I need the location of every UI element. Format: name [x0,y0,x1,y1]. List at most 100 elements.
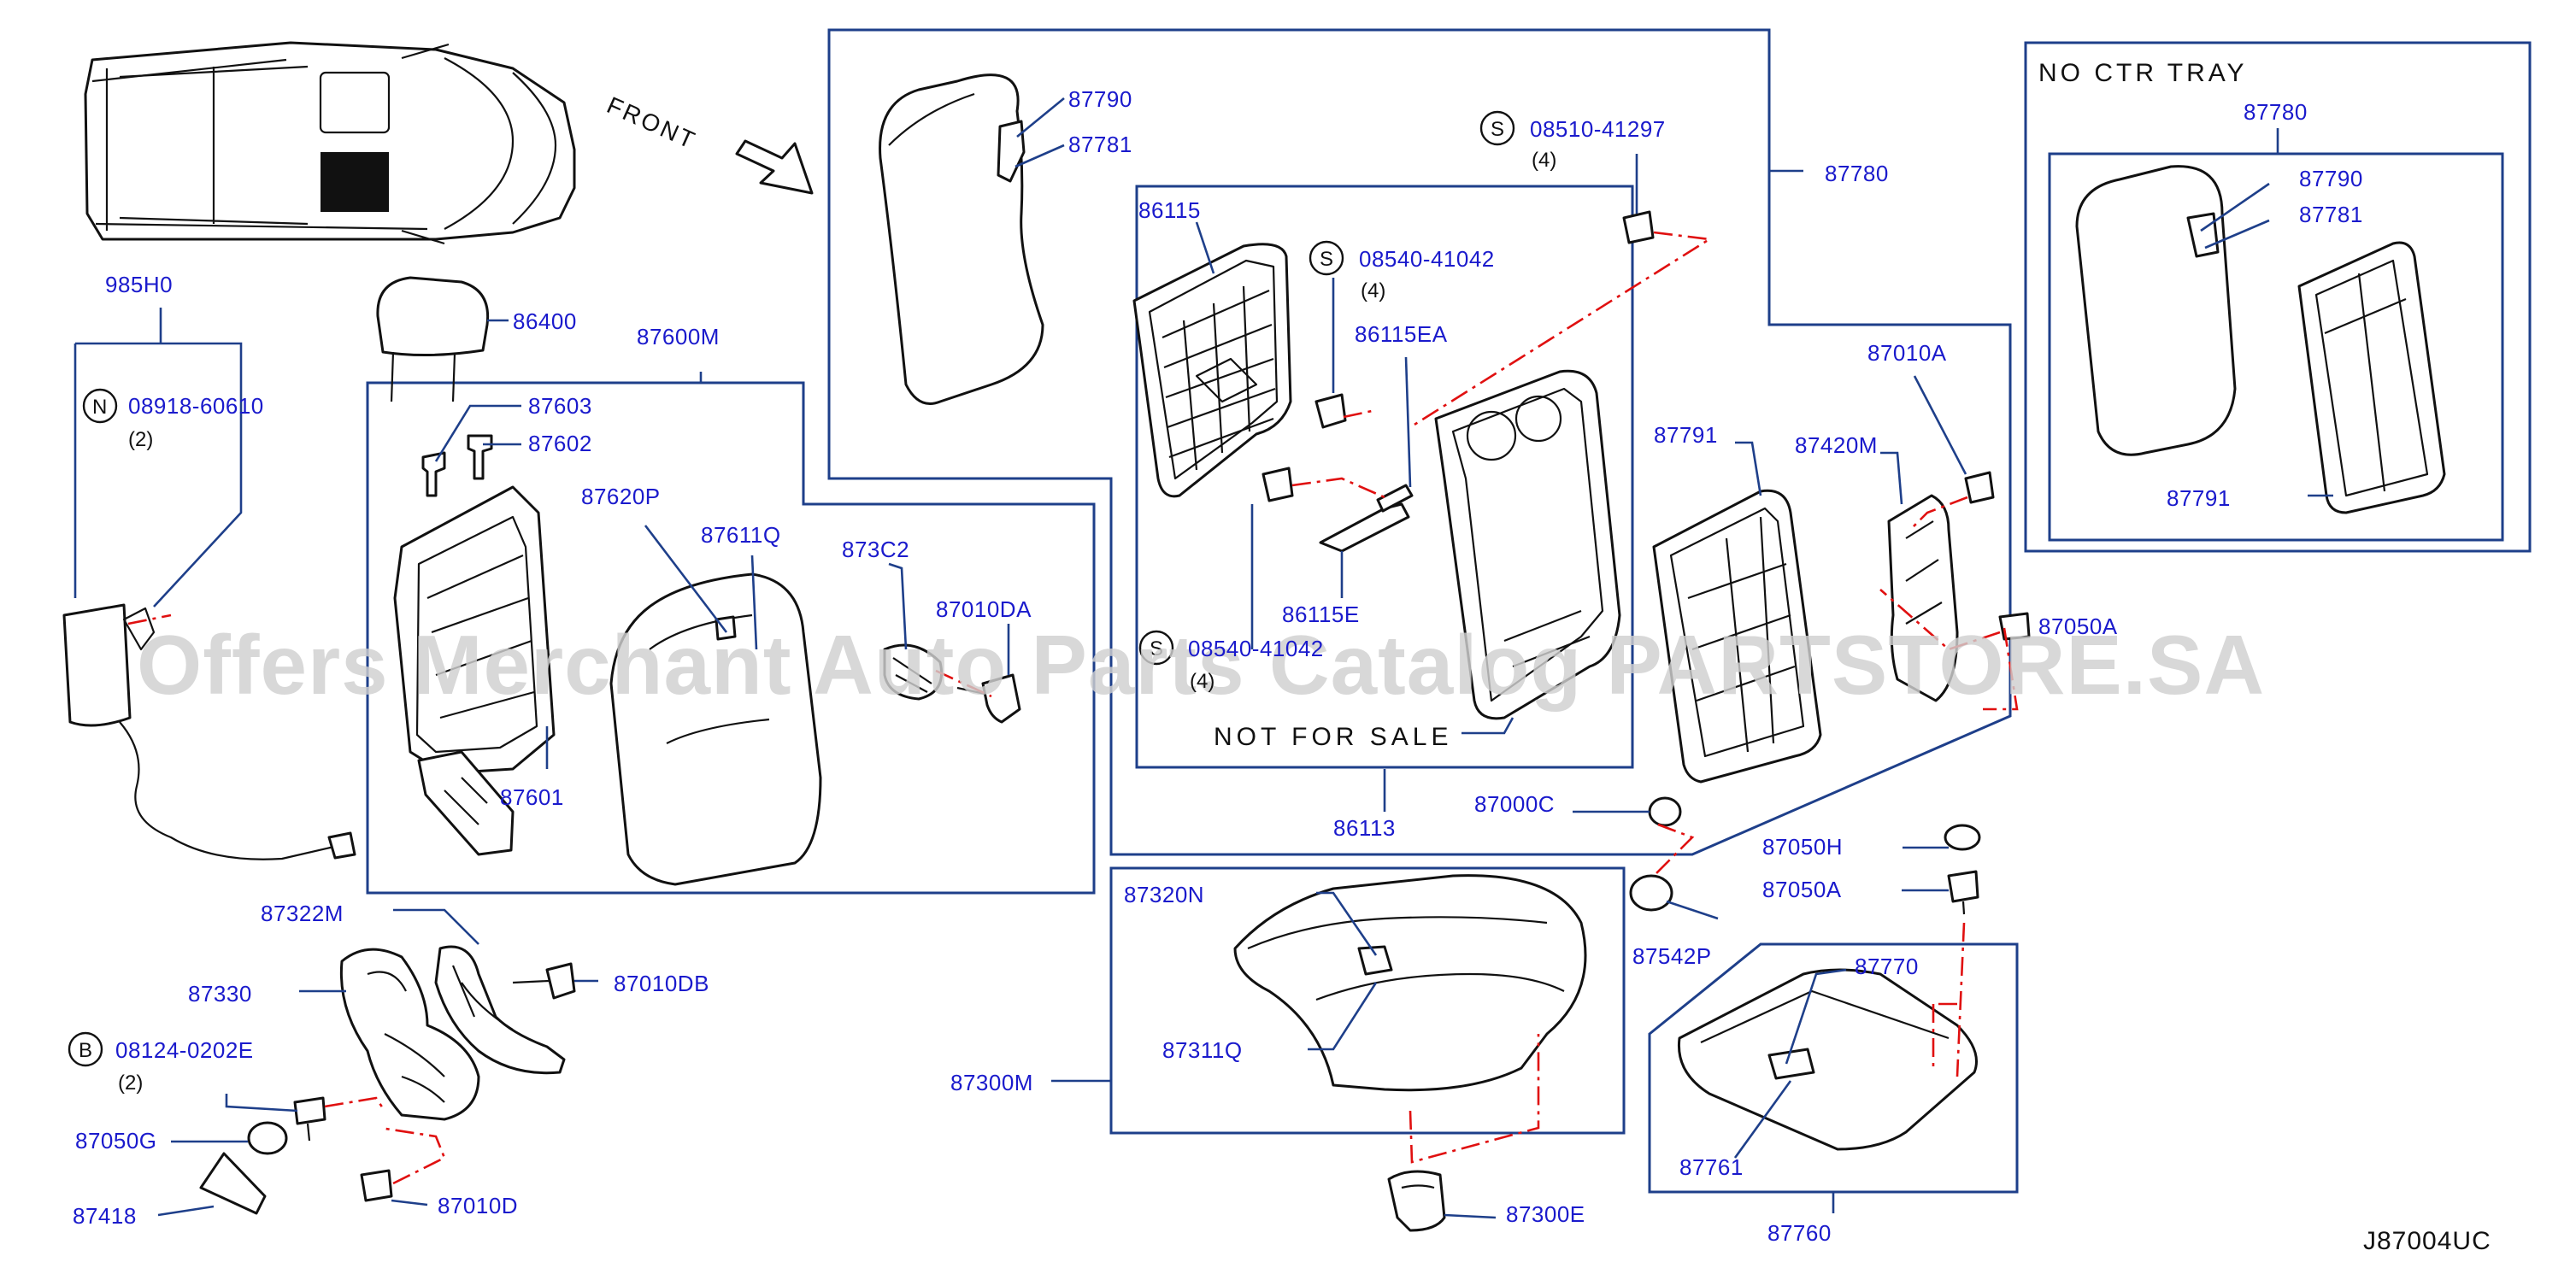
label-87311Q[interactable]: 87311Q [1162,1037,1243,1063]
bolt-87050A-lower [1947,870,1979,915]
fastener-s1-icon: S [1479,110,1515,146]
screw-08540-41042-a [1314,393,1347,429]
front-label: FRONT [603,91,701,155]
label-87420M[interactable]: 87420M [1795,432,1878,458]
note-not-for-sale: NOT FOR SALE [1214,723,1453,751]
label-08540-41042-b: 08540-41042 [1188,636,1324,661]
bracket-86115EA [1376,484,1414,513]
label-87780-b[interactable]: 87780 [2244,99,2308,125]
label-86115[interactable]: 86115 [1138,197,1201,223]
label-87542P[interactable]: 87542P [1632,943,1712,969]
label-87050A-a[interactable]: 87050A [2038,613,2118,639]
seatback-shell [1434,369,1621,720]
armrest-87330 [339,948,480,1121]
label-87050A-b[interactable]: 87050A [1762,877,1842,902]
back-frame-box [366,381,1096,895]
side-airbag-985H0 [62,603,356,860]
back-frame-sub-box [1135,185,1634,769]
label-87791-a[interactable]: 87791 [1654,422,1718,448]
label-08918-60610: 08918-60610 [128,393,264,419]
cap-87050G [247,1121,288,1155]
label-87600M[interactable]: 87600M [637,324,720,349]
label-87010D[interactable]: 87010D [438,1193,518,1218]
fastener-b1-icon: B [68,1031,103,1067]
watermark: Offers Merchant Auto Parts Catalog PARTS… [137,618,2265,712]
label-87010DB[interactable]: 87010DB [614,971,709,996]
clip-87300E [1387,1170,1446,1232]
frame-87791 [1652,489,1822,784]
bracket-87322M [434,945,566,1075]
label-87300M[interactable]: 87300M [950,1070,1033,1095]
frame-87791-no-tray [2297,241,2446,514]
qty-08540-41042-a: (4) [1361,279,1385,302]
label-87760[interactable]: 87760 [1767,1220,1832,1246]
screw-87010DA [956,673,1021,724]
label-87330[interactable]: 87330 [188,981,252,1007]
qty-08918-60610: (2) [128,428,153,451]
label-87300E[interactable]: 87300E [1506,1201,1585,1227]
label-86113[interactable]: 86113 [1333,815,1396,841]
cap-87542P [1629,874,1673,912]
qty-08510-41297: (4) [1532,149,1556,172]
vehicle-top-view [84,41,576,245]
cap-87000C [1648,796,1682,827]
label-87790-a[interactable]: 87790 [1068,86,1132,112]
headrest-86400 [376,276,490,402]
bolt-87050A-upper [1998,612,2031,641]
clip-87602 [467,434,493,480]
diagram-code: J87004UC [2363,1227,2491,1255]
note-no-ctr-tray: NO CTR TRAY [2038,59,2248,87]
label-873C2[interactable]: 873C2 [842,537,909,562]
clip-87603 [421,451,446,497]
back-frame-86115 [1132,243,1292,498]
label-87611Q[interactable]: 87611Q [701,522,781,548]
qty-08540-41042-b: (4) [1190,670,1214,693]
label-87781-a[interactable]: 87781 [1068,132,1132,157]
label-87050G[interactable]: 87050G [75,1128,157,1154]
seatback-assembly-frame [827,28,2012,856]
seatback-pad-no-tray [2075,165,2237,456]
label-87603[interactable]: 87603 [528,393,592,419]
label-87322M[interactable]: 87322M [261,901,344,926]
label-87602[interactable]: 87602 [528,431,592,456]
seat-cushion-87760 [1677,968,1978,1151]
fastener-n1-icon: N [82,388,118,424]
bolt-87050H [1944,824,1981,851]
screw-08540-41042-b [1262,467,1294,502]
label-86400[interactable]: 86400 [513,308,577,334]
qty-08124-0202E: (2) [118,1071,143,1095]
knob-873C2 [883,643,943,701]
screw-87010DB [512,962,576,1000]
label-87000C[interactable]: 87000C [1474,791,1555,817]
label-08510-41297: 08510-41297 [1530,116,1666,142]
lower-cushion-box [1648,942,2019,1194]
label-87770[interactable]: 87770 [1855,954,1919,979]
seatback-cover-87620P [609,572,822,886]
label-87780-a[interactable]: 87780 [1825,161,1889,186]
label-86115E[interactable]: 86115E [1282,602,1360,627]
label-87781-b[interactable]: 87781 [2299,202,2363,227]
fastener-s3-icon: S [1138,630,1174,666]
screw-08510-41297 [1622,210,1655,244]
fastener-b1-symbol: B [79,1039,92,1062]
front-arrow-icon [735,139,814,195]
label-87010DA[interactable]: 87010DA [936,596,1032,622]
cushion-box [1109,866,1626,1135]
label-87418[interactable]: 87418 [73,1203,137,1229]
label-87791-b[interactable]: 87791 [2167,485,2231,511]
label-87601[interactable]: 87601 [500,784,564,810]
label-87620P[interactable]: 87620P [581,484,661,509]
label-87050H[interactable]: 87050H [1762,834,1843,860]
label-87320N[interactable]: 87320N [1124,882,1204,907]
cover-87418 [199,1152,267,1215]
label-87761[interactable]: 87761 [1679,1154,1744,1180]
bolt-08124-0202E [293,1096,326,1142]
bolt-87010A [1964,471,1995,504]
label-87790-b[interactable]: 87790 [2299,166,2363,191]
seatback-frame-87601 [393,485,556,856]
label-86115EA[interactable]: 86115EA [1355,321,1448,347]
label-87010A[interactable]: 87010A [1867,340,1947,366]
label-985H0: 985H0 [105,272,173,297]
fastener-s2-symbol: S [1320,248,1333,271]
